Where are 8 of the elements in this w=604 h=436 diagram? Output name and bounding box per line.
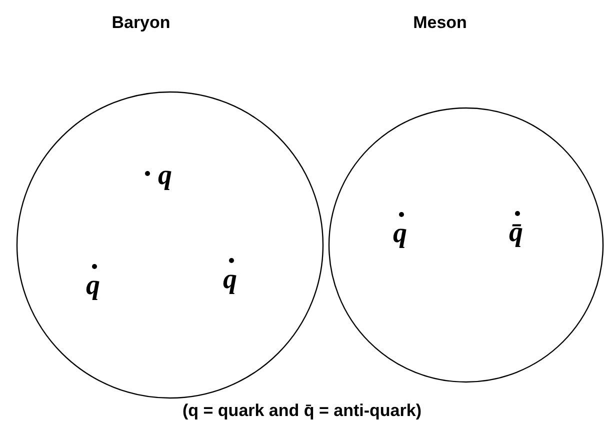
heading: Baryon: [112, 14, 170, 31]
quark-symbol: q̄: [509, 219, 523, 247]
quark-symbol: q: [393, 220, 407, 248]
quark-symbol: q: [86, 272, 100, 300]
caption: (q = quark and q̄ = anti-quark): [182, 402, 422, 419]
quark-symbol: q: [223, 266, 237, 294]
heading: Meson: [413, 14, 467, 31]
quark-symbol: q: [158, 162, 172, 190]
